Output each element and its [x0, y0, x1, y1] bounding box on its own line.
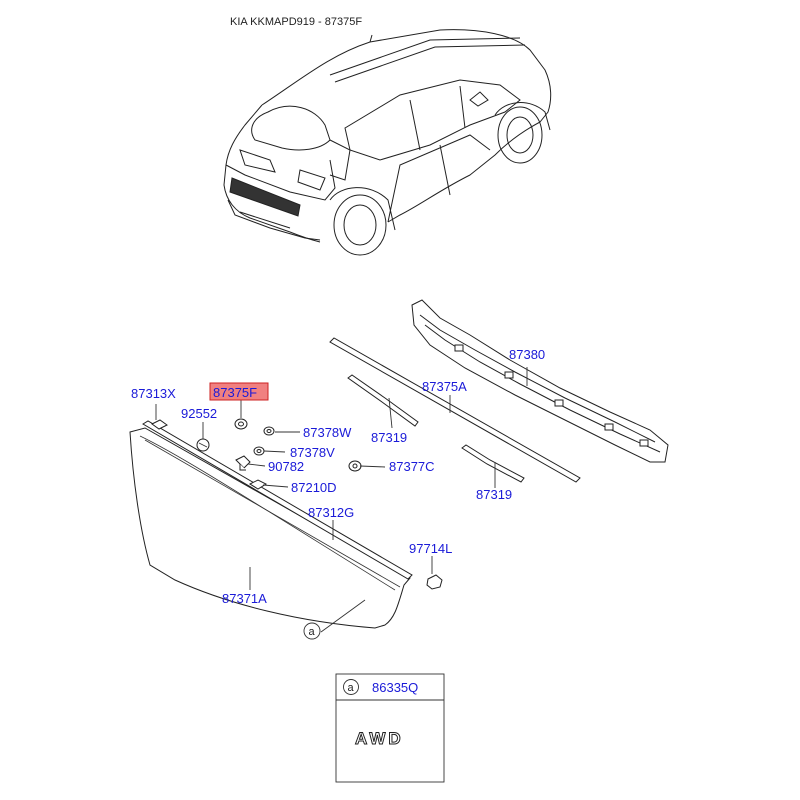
- label-87380[interactable]: 87380: [509, 347, 545, 362]
- part-87380-bracket: [411, 299, 669, 463]
- inset-callout-letter: a: [348, 682, 355, 694]
- part-87210D-clip: [248, 479, 268, 490]
- part-90782-clip: [235, 455, 251, 471]
- part-87378W-washer: [263, 426, 275, 436]
- label-92552[interactable]: 92552: [181, 406, 217, 421]
- inset-box-86335Q: a 86335Q AWD: [335, 673, 445, 783]
- highlight-box-87375F: [209, 382, 269, 401]
- label-87375A[interactable]: 87375A: [422, 379, 467, 394]
- awd-emblem: AWD: [355, 729, 404, 748]
- vehicle-illustration: [223, 29, 552, 256]
- part-92552-screw: [196, 438, 210, 452]
- part-87371A-garnish: [129, 427, 411, 629]
- part-87378V-washer: [253, 446, 265, 456]
- part-87375A-strip: [329, 337, 581, 483]
- part-97714L-nut: [426, 574, 443, 590]
- part-labels: 87313X 87375F 92552 87378W 87378V 90782 …: [131, 347, 545, 606]
- leader-lines: [155, 367, 528, 633]
- label-87377C[interactable]: 87377C: [389, 459, 435, 474]
- label-86335Q[interactable]: 86335Q: [372, 680, 418, 695]
- callout-a-letter: a: [309, 626, 316, 638]
- label-87378V[interactable]: 87378V: [290, 445, 335, 460]
- label-87371A[interactable]: 87371A: [222, 591, 267, 606]
- diagram-title: KIA KKMAPD919 - 87375F: [230, 16, 362, 28]
- part-87313X-clip: [151, 419, 168, 430]
- label-87210D[interactable]: 87210D: [291, 480, 337, 495]
- part-87312G-strip: [142, 420, 413, 580]
- label-87312G[interactable]: 87312G: [308, 505, 354, 520]
- label-87319-left[interactable]: 87319: [371, 430, 407, 445]
- part-87319-seal-left: [347, 374, 419, 427]
- label-97714L[interactable]: 97714L: [409, 541, 452, 556]
- label-87378W[interactable]: 87378W: [303, 425, 352, 440]
- part-87319-seal-right: [461, 444, 525, 483]
- callout-a: a: [303, 622, 321, 640]
- part-87375F-washer: [234, 418, 248, 430]
- label-87319-right[interactable]: 87319: [476, 487, 512, 502]
- label-87375F[interactable]: 87375F: [213, 385, 257, 400]
- label-87313X[interactable]: 87313X: [131, 386, 176, 401]
- label-90782[interactable]: 90782: [268, 459, 304, 474]
- part-87377C-nut: [348, 460, 362, 472]
